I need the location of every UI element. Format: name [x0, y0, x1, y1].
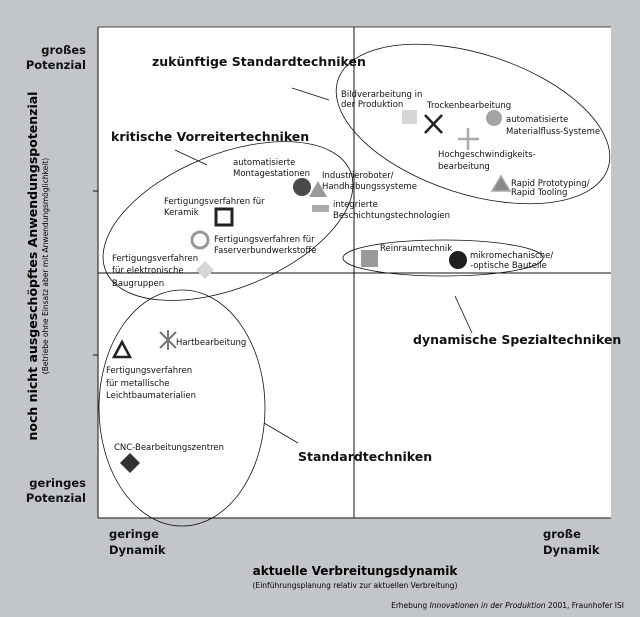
square-marker-reinraum — [361, 250, 378, 267]
square-marker-bildverarbeitung — [402, 110, 417, 124]
diamond-marker-elektronik — [196, 261, 214, 279]
triangle-marker-rapid — [490, 174, 512, 192]
source-note: Erhebung Innovationen in der Produktion … — [391, 601, 624, 610]
label-industrieroboter: Industrieroboter/Handhabungssysteme — [322, 171, 417, 192]
label-mikromechanik: mikromechanische/-optische Bauteile — [470, 251, 553, 271]
circle-marker-materialfluss — [486, 110, 502, 126]
standard-ellipse — [98, 289, 266, 527]
x-axis-title: aktuelle Verbreitungsdynamik — [253, 564, 459, 578]
leader-line — [454, 295, 473, 334]
group-label-standard: Standardtechniken — [298, 449, 432, 464]
group-label-future-standard: zukünftige Standardtechniken — [152, 54, 366, 69]
group-label-dynamic-special: dynamische Spezialtechniken — [413, 332, 621, 347]
label-hartbearbeitung: Hartbearbeitung — [176, 338, 246, 348]
leader-line — [291, 87, 330, 101]
plus-marker-hochgeschwindigkeit — [458, 128, 479, 150]
label-reinraum: Reinraumtechnik — [380, 244, 452, 254]
label-rapid: Rapid Prototyping/Rapid Tooling — [511, 179, 590, 198]
circle-marker-faserverbund — [190, 230, 210, 250]
y-axis-title: noch nicht ausgeschöpftes Anwendungspote… — [25, 92, 40, 441]
label-cnc: CNC-Bearbeitungszentren — [114, 443, 224, 453]
future-standard-ellipse — [335, 43, 611, 205]
y-axis-subtitle: (Betriebe ohne Einsatz aber mit Anwendun… — [41, 158, 50, 374]
bar-marker-beschichtung — [312, 205, 329, 212]
critical-pioneer-ellipse — [102, 141, 354, 301]
x-axis-subtitle: (Einführungsplanung relativ zur aktuelle… — [253, 581, 458, 590]
diamond-marker-cnc — [120, 453, 140, 473]
leader-line — [174, 149, 208, 166]
label-hochgeschwindigkeit: Hochgeschwindigkeits-bearbeitung — [438, 150, 536, 172]
x-marker-trockenbearbeitung — [424, 114, 443, 134]
circle-marker-montage — [293, 178, 311, 196]
label-trockenbearbeitung: Trockenbearbeitung — [426, 101, 511, 111]
triangle-marker-leichtbau — [111, 339, 133, 359]
dynamic-special-ellipse — [342, 239, 544, 277]
triangle-marker-industrieroboter — [309, 181, 327, 197]
square-marker-keramik — [214, 207, 234, 227]
asterisk-marker-hartbearbeitung — [159, 330, 177, 350]
leader-line — [263, 422, 299, 444]
circle-marker-mikromechanik — [449, 251, 467, 269]
group-label-critical-pioneer: kritische Vorreitertechniken — [111, 129, 309, 144]
